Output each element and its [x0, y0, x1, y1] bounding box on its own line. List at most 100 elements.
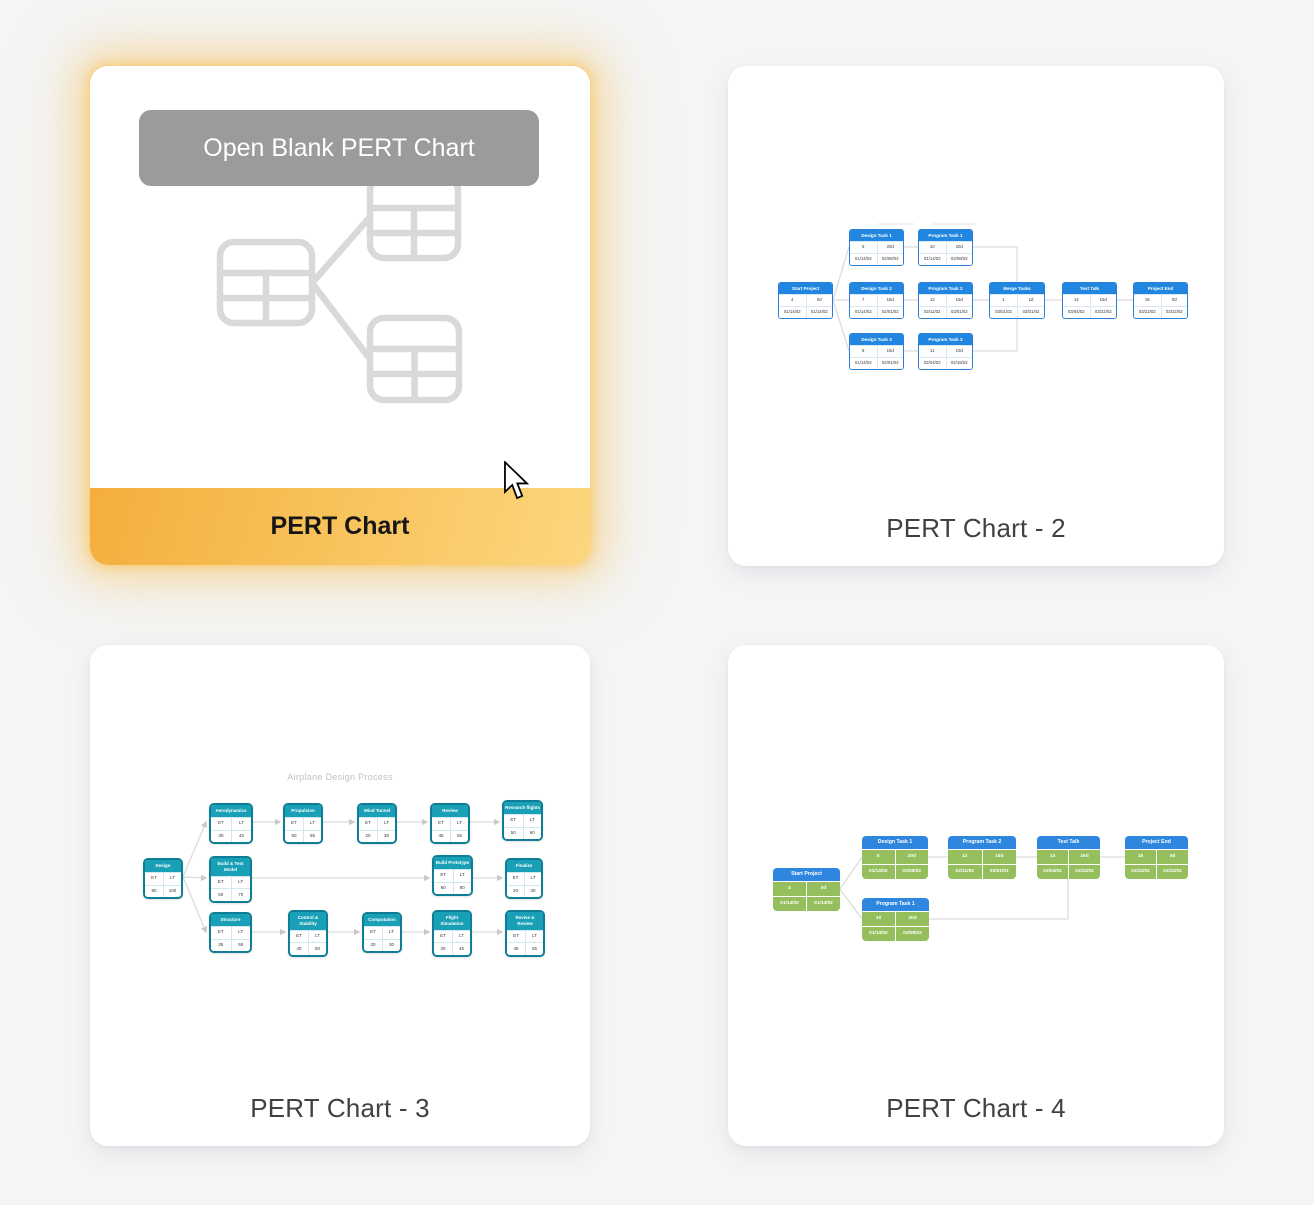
- pert-template-icon: [216, 173, 463, 404]
- pert-node-cell: 80: [145, 884, 163, 898]
- card-title: PERT Chart - 3: [250, 1093, 430, 1123]
- pert-node-cell: ET: [507, 871, 524, 885]
- pert-node-cell: 01/14/02: [805, 305, 832, 318]
- pert-node-cell: 55: [230, 938, 250, 952]
- pert-node-cell: 14: [1037, 850, 1068, 865]
- pert-node-cell: LT: [522, 813, 541, 827]
- pert-node-cell: 15d: [982, 850, 1016, 865]
- pert-node-cell: ET: [364, 925, 382, 939]
- pert-node-title: Project End: [1125, 836, 1188, 850]
- pert-node-cell: 02/01/02: [876, 305, 903, 318]
- pert-node-cell: LT: [308, 929, 326, 943]
- pert-node-cell: 20: [507, 884, 524, 898]
- pert-node-title: Research flights: [504, 802, 541, 814]
- pert-node-title: Design Task 1: [862, 836, 928, 850]
- pert-node-cell: 03/01/02: [990, 305, 1017, 318]
- pert-node-cell: 15d: [876, 344, 903, 357]
- pert-node-cell: 02/01/02: [876, 356, 903, 369]
- pert-node-cell: 20d: [945, 240, 972, 253]
- pert-node-cell: 01/14/02: [919, 252, 946, 265]
- pert-edges: [839, 856, 1125, 920]
- pert-node-cell: 50: [308, 942, 326, 956]
- pert-node-cell: ET: [290, 929, 308, 943]
- pert-node-cell: 55: [450, 829, 468, 843]
- pert-node-title: Program Task 2: [919, 283, 972, 294]
- pert-node-cell: 5: [862, 850, 895, 865]
- open-blank-pert-chart-button[interactable]: Open Blank PERT Chart: [139, 110, 539, 186]
- pert-node-cell: 12: [919, 293, 946, 306]
- pert-node-cell: 10: [919, 240, 946, 253]
- pert-node-cell: 45: [432, 829, 450, 843]
- pert-node-cell: ET: [211, 816, 231, 830]
- pert-node-cell: 15: [1125, 850, 1156, 865]
- pert-node-cell: 01/14/02: [862, 865, 895, 880]
- pert-edges: [182, 818, 504, 936]
- pert-node-title: Test Talk: [1063, 283, 1116, 294]
- pert-node-cell: 8: [850, 344, 877, 357]
- pert-node-cell: 20d: [876, 240, 903, 253]
- pert-node-title: Wind Tunnel: [359, 805, 395, 817]
- pert-node-cell: 45: [231, 829, 251, 843]
- pert-node-cell: 100: [163, 884, 181, 898]
- pert-node-cell: 14: [1063, 293, 1090, 306]
- pert-node-cell: 03/04/02: [1063, 305, 1090, 318]
- pert-node-cell: LT: [163, 871, 181, 885]
- pert-node-cell: LT: [382, 925, 400, 939]
- template-card-pert-blank[interactable]: Open Blank PERT Chart PERT Chart: [90, 66, 590, 565]
- pert-node-cell: LT: [450, 816, 468, 830]
- pert-node-title: Aerodynamics: [211, 805, 251, 817]
- pert-node-title: Test Talk: [1037, 836, 1100, 850]
- pert-node-cell: 03/22/02: [1125, 865, 1156, 880]
- pert-node-title: Program Task 1: [862, 898, 929, 912]
- pert-node-cell: 03/22/02: [1160, 305, 1187, 318]
- pert-node-title: Project End: [1134, 283, 1187, 294]
- pert-node-cell: 50: [285, 829, 303, 843]
- pert-node-cell: 02/08/02: [895, 865, 928, 880]
- pert-node-cell: 0d: [1157, 850, 1188, 865]
- pert-node-cell: 02/11/02: [948, 865, 982, 880]
- pert-node-title: Design Task 2: [850, 283, 903, 294]
- card-footer: PERT Chart: [90, 488, 590, 565]
- pert-node-cell: 02/08/02: [876, 252, 903, 265]
- pert-node-cell: ET: [432, 816, 450, 830]
- pert-node-cell: 02/11/02: [919, 305, 946, 318]
- pert-node-cell: 20: [359, 829, 377, 843]
- pert-node-cell: 5: [850, 240, 877, 253]
- pert-node-cell: ET: [359, 816, 377, 830]
- pert-node-cell: 35: [211, 938, 231, 952]
